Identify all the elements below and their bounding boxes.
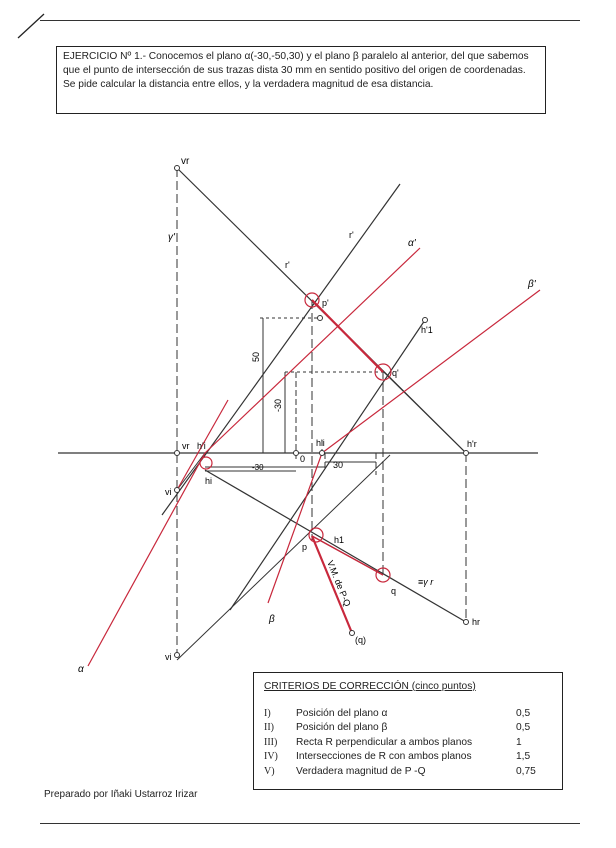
criteria-score: 0,75 [516,765,536,777]
segment-pq-true-magnitude [310,535,354,634]
point-p [308,527,324,543]
criteria-text: Posición del plano α [296,707,388,719]
label-h-prime-i: h'i [197,441,206,451]
label-r-prime-2: r' [285,260,290,270]
label-zero: 0 [300,454,305,464]
trace-alpha-prime [204,247,421,454]
label-dim-50: 50 [251,352,261,362]
problem-statement: EJERCICIO Nº 1.- Conocemos el plano α(-3… [56,46,546,114]
label-gamma-r: ≡γ r [418,577,434,587]
trace-alpha-vi [176,399,229,491]
criteria-title: CRITERIOS DE CORRECCIÓN (cinco puntos) [264,681,476,692]
criteria-score: 1 [516,736,522,748]
label-p: p [302,542,307,552]
label-h1: h1 [334,535,344,545]
point-hi [199,456,213,470]
point-h-prime-i [319,450,325,456]
point-q-paren [349,630,355,636]
label-vr: vr [181,156,190,167]
line-vi-hprime [176,452,206,491]
point-hr [463,619,469,625]
label-h-prime-r: h'r [467,439,477,449]
criteria-text: Intersecciones de R con ambos planos [296,751,472,763]
criteria-row: III) Recta R perpendicular a ambos plano… [264,735,552,750]
segment-pq-vertical [311,299,384,373]
point-vr-lt [174,450,180,456]
criteria-number: I) [264,707,271,719]
point-h-prime-1 [422,317,428,323]
criteria-row: II) Posición del plano β 0,5 [264,721,552,736]
trace-beta [267,452,323,604]
label-p-prime: p' [322,298,329,308]
criteria-number: V) [264,765,275,777]
trace-alpha [87,452,206,667]
criteria-text: Verdadera magnitud de P -Q [296,765,426,777]
point-vi [174,487,180,493]
author-credit: Preparado por Iñaki Ustarroz Irizar [44,789,198,800]
criteria-text: Recta R perpendicular a ambos planos [296,736,473,748]
point-vi-bottom [174,652,180,658]
criteria-number: IV) [264,751,278,763]
label-r-prime: r' [349,230,354,240]
line-r-h1 [229,319,426,611]
label-q: q [391,586,396,596]
label-vi: vi [165,487,172,497]
line-r-horizontal [176,454,391,661]
criteria-score: 0,5 [516,722,531,734]
segment-pq-plan [311,535,384,576]
point-p-prime [304,292,320,308]
criteria-text: Posición del plano β [296,722,388,734]
corner-pen-stroke [17,13,45,39]
label-vr-lt: vr [182,441,190,451]
label-vi-bottom: vi [165,652,172,662]
criteria-row: I) Posición del plano α 0,5 [264,706,552,721]
point-q-prime [374,363,392,381]
label-q-paren: (q) [355,635,366,645]
page-bottom-rule [40,823,580,824]
label-dim-30: 30 [333,460,343,470]
label-hr: hr [472,617,480,627]
criteria-row: V) Verdadera magnitud de P -Q 0,75 [264,764,552,779]
problem-text: EJERCICIO Nº 1.- Conocemos el plano α(-3… [63,51,529,90]
label-beta: β [268,614,275,625]
label-alpha: α [78,664,84,675]
label-dim-minus30: -30 [273,399,283,412]
label-h-prime-1: h'1 [421,325,433,335]
label-alpha-prime: α' [408,238,417,249]
label-gamma-prime: γ' [168,232,176,243]
criteria-row: IV) Intersecciones de R con ambos planos… [264,750,552,765]
label-dim-minus30-lt: -30 [252,463,264,472]
criteria-score: 1,5 [516,751,531,763]
label-q-prime: q' [392,368,399,378]
point-vr [174,165,180,171]
criteria-number: III) [264,736,278,748]
label-h-prime-i2: h'i [316,438,325,448]
trace-hi-hr [204,469,467,623]
criteria-score: 0,5 [516,707,531,719]
point-q [375,567,391,583]
point-origin [293,450,299,456]
page-top-rule [40,20,580,21]
label-hi: hi [205,476,212,486]
point-top [317,315,323,321]
label-beta-prime: β' [527,279,537,290]
point-h-prime-r [463,450,469,456]
trace-beta-prime [321,289,541,454]
criteria-number: II) [264,722,274,734]
grading-criteria: CRITERIOS DE CORRECCIÓN (cinco puntos) I… [253,672,563,790]
